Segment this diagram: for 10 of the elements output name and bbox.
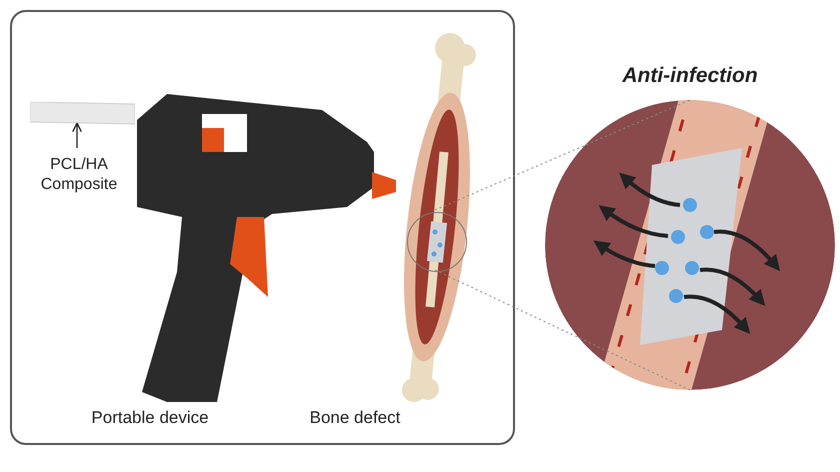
bone-drawing bbox=[400, 32, 477, 404]
leader-line bbox=[72, 122, 82, 148]
composite-label: PCL/HA Composite bbox=[31, 150, 127, 200]
dotted-line bbox=[434, 100, 690, 210]
caption: Portable device bbox=[90, 407, 210, 429]
magnified-defect-drawing bbox=[545, 100, 835, 390]
glue-stick-drawing bbox=[30, 102, 135, 126]
dotted-line bbox=[434, 270, 690, 390]
caption: Bone defect bbox=[308, 407, 402, 429]
section-heading: Anti-infection bbox=[621, 63, 759, 89]
